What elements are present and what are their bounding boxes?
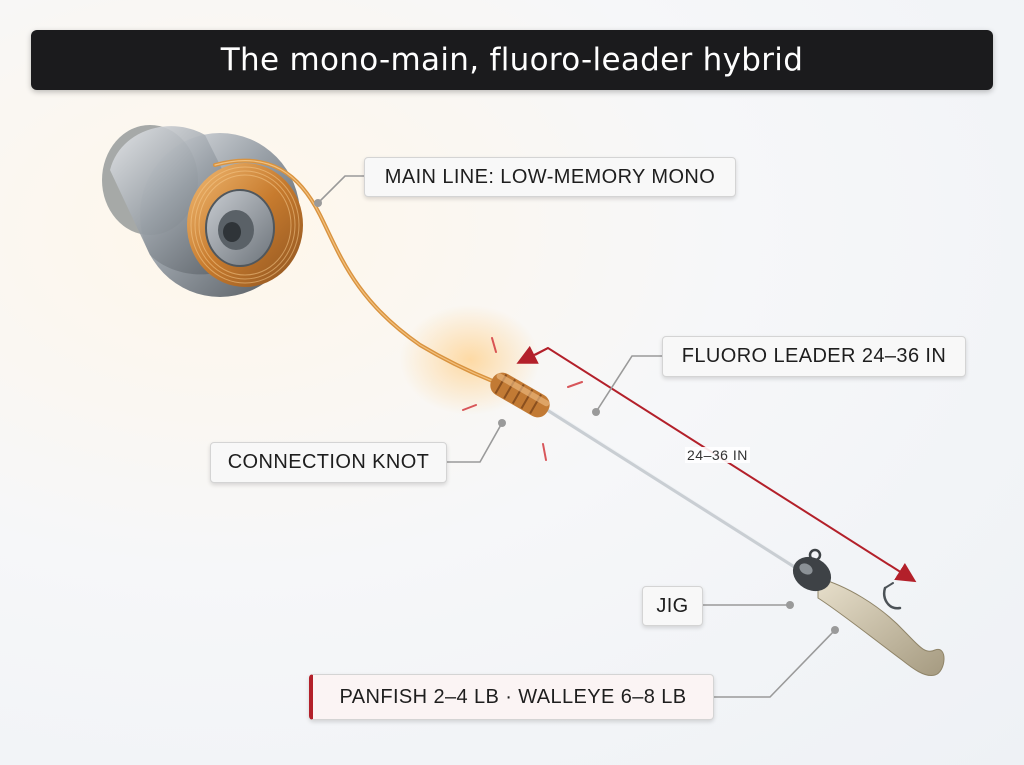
- main-line-label: MAIN LINE: LOW-MEMORY MONO: [364, 157, 736, 197]
- line-knot-icon: [490, 372, 550, 418]
- connection-knot-label: CONNECTION KNOT: [210, 442, 447, 483]
- callout-dots: [314, 199, 839, 634]
- leader-length-text: 24–36 IN: [685, 447, 750, 463]
- knot-highlight-marks: [462, 337, 583, 461]
- leader-length-bracket: [534, 346, 917, 583]
- title-bar: The mono-main, fluoro-leader hybrid: [31, 30, 993, 90]
- line-weights-label: PANFISH 2–4 LB · WALLEYE 6–8 LB: [309, 674, 714, 720]
- diagram-title: The mono-main, fluoro-leader hybrid: [220, 42, 804, 78]
- callout-lines: [317, 175, 836, 698]
- jig-head-icon: [792, 548, 902, 610]
- jig-label: JIG: [642, 586, 703, 626]
- fluoro-leader-line: [546, 408, 802, 572]
- reel-spool-icon: [102, 125, 303, 297]
- soft-plastic-bait-icon: [817, 577, 945, 677]
- fluoro-leader-label: FLUORO LEADER 24–36 IN: [662, 336, 966, 377]
